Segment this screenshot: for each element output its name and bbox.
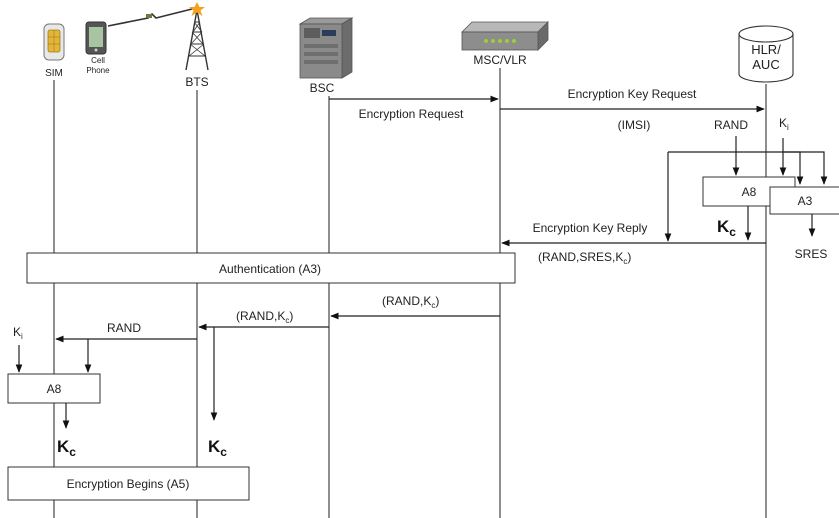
imsi-label: (IMSI) xyxy=(618,118,651,132)
rand-sres-kc-label: (RAND,SRES,Kc) xyxy=(538,250,631,266)
bsc-cabinet-icon xyxy=(298,17,354,79)
bts-kc-label: Kc xyxy=(208,437,227,459)
sres-label: SRES xyxy=(795,247,828,261)
hlr-a3-label: A3 xyxy=(798,194,813,208)
cell-phone-label-line1: Cell xyxy=(91,56,105,65)
bts-tower-icon xyxy=(185,2,209,71)
bsc-bts-rand-kc-label: (RAND,Kc) xyxy=(236,309,293,325)
phone-a8-box xyxy=(7,373,101,404)
cell-phone-icon xyxy=(85,21,107,55)
bts-label: BTS xyxy=(185,75,208,89)
phone-kc-label: Kc xyxy=(57,437,76,459)
bsc-label: BSC xyxy=(310,81,335,95)
msc-router-icon xyxy=(461,21,549,51)
hlr-auc-database-icon xyxy=(738,25,794,83)
hlr-rand-label: RAND xyxy=(714,118,748,132)
radio-link-icon xyxy=(107,7,197,27)
msc-vlr-label: MSC/VLR xyxy=(473,53,527,67)
authentication-box xyxy=(26,252,516,284)
encryption-begins-box xyxy=(7,466,250,501)
hlr-label-line1: HLR/ xyxy=(751,42,781,57)
sim-icon xyxy=(43,23,65,61)
sim-label: SIM xyxy=(45,68,63,79)
phone-a8-label: A8 xyxy=(47,382,62,396)
hlr-kc-label: Kc xyxy=(717,217,736,239)
encryption-key-request-label: Encryption Key Request xyxy=(568,87,697,101)
cell-phone-label-line2: Phone xyxy=(86,66,110,75)
hlr-rand-to-a3-arrow xyxy=(668,151,828,185)
encryption-request-label: Encryption Request xyxy=(359,107,464,121)
hlr-a8-label: A8 xyxy=(742,185,757,199)
bts-sim-rand-label: RAND xyxy=(107,321,141,335)
hlr-ki-label: Ki xyxy=(779,116,789,132)
encryption-key-reply-label: Encryption Key Reply xyxy=(533,221,648,235)
authentication-label: Authentication (A3) xyxy=(219,262,321,276)
msc-bsc-rand-kc-label: (RAND,Kc) xyxy=(382,294,439,310)
hlr-a3-box xyxy=(769,186,839,215)
phone-ki-label: Ki xyxy=(13,325,23,341)
encryption-begins-label: Encryption Begins (A5) xyxy=(67,477,190,491)
hlr-label-line2: AUC xyxy=(752,57,779,72)
